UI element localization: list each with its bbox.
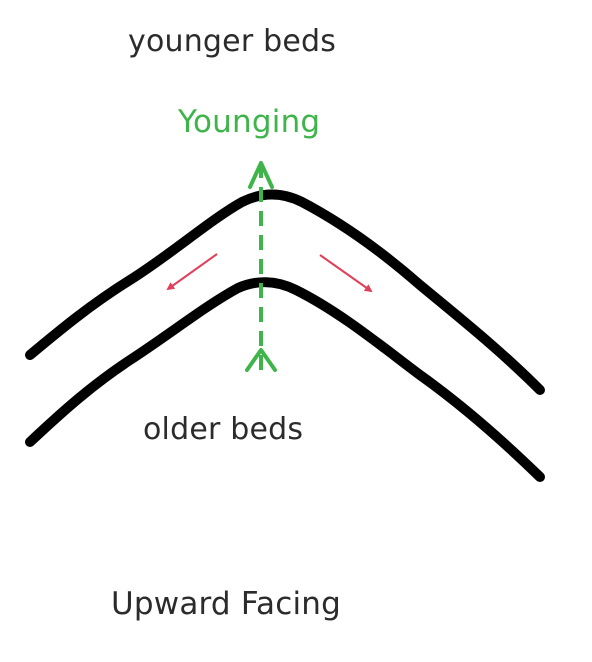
right-slip-arrow-icon	[319, 254, 373, 293]
younging-label: Younging	[178, 104, 321, 140]
caption-label: Upward Facing	[111, 586, 342, 622]
older-beds-label: older beds	[143, 412, 304, 447]
lower-bed-line	[25, 277, 545, 482]
younging-arrow-icon	[245, 161, 277, 372]
upper-bed-line	[25, 189, 545, 395]
left-slip-arrow-icon	[166, 253, 218, 291]
younger-beds-label: younger beds	[128, 24, 337, 59]
